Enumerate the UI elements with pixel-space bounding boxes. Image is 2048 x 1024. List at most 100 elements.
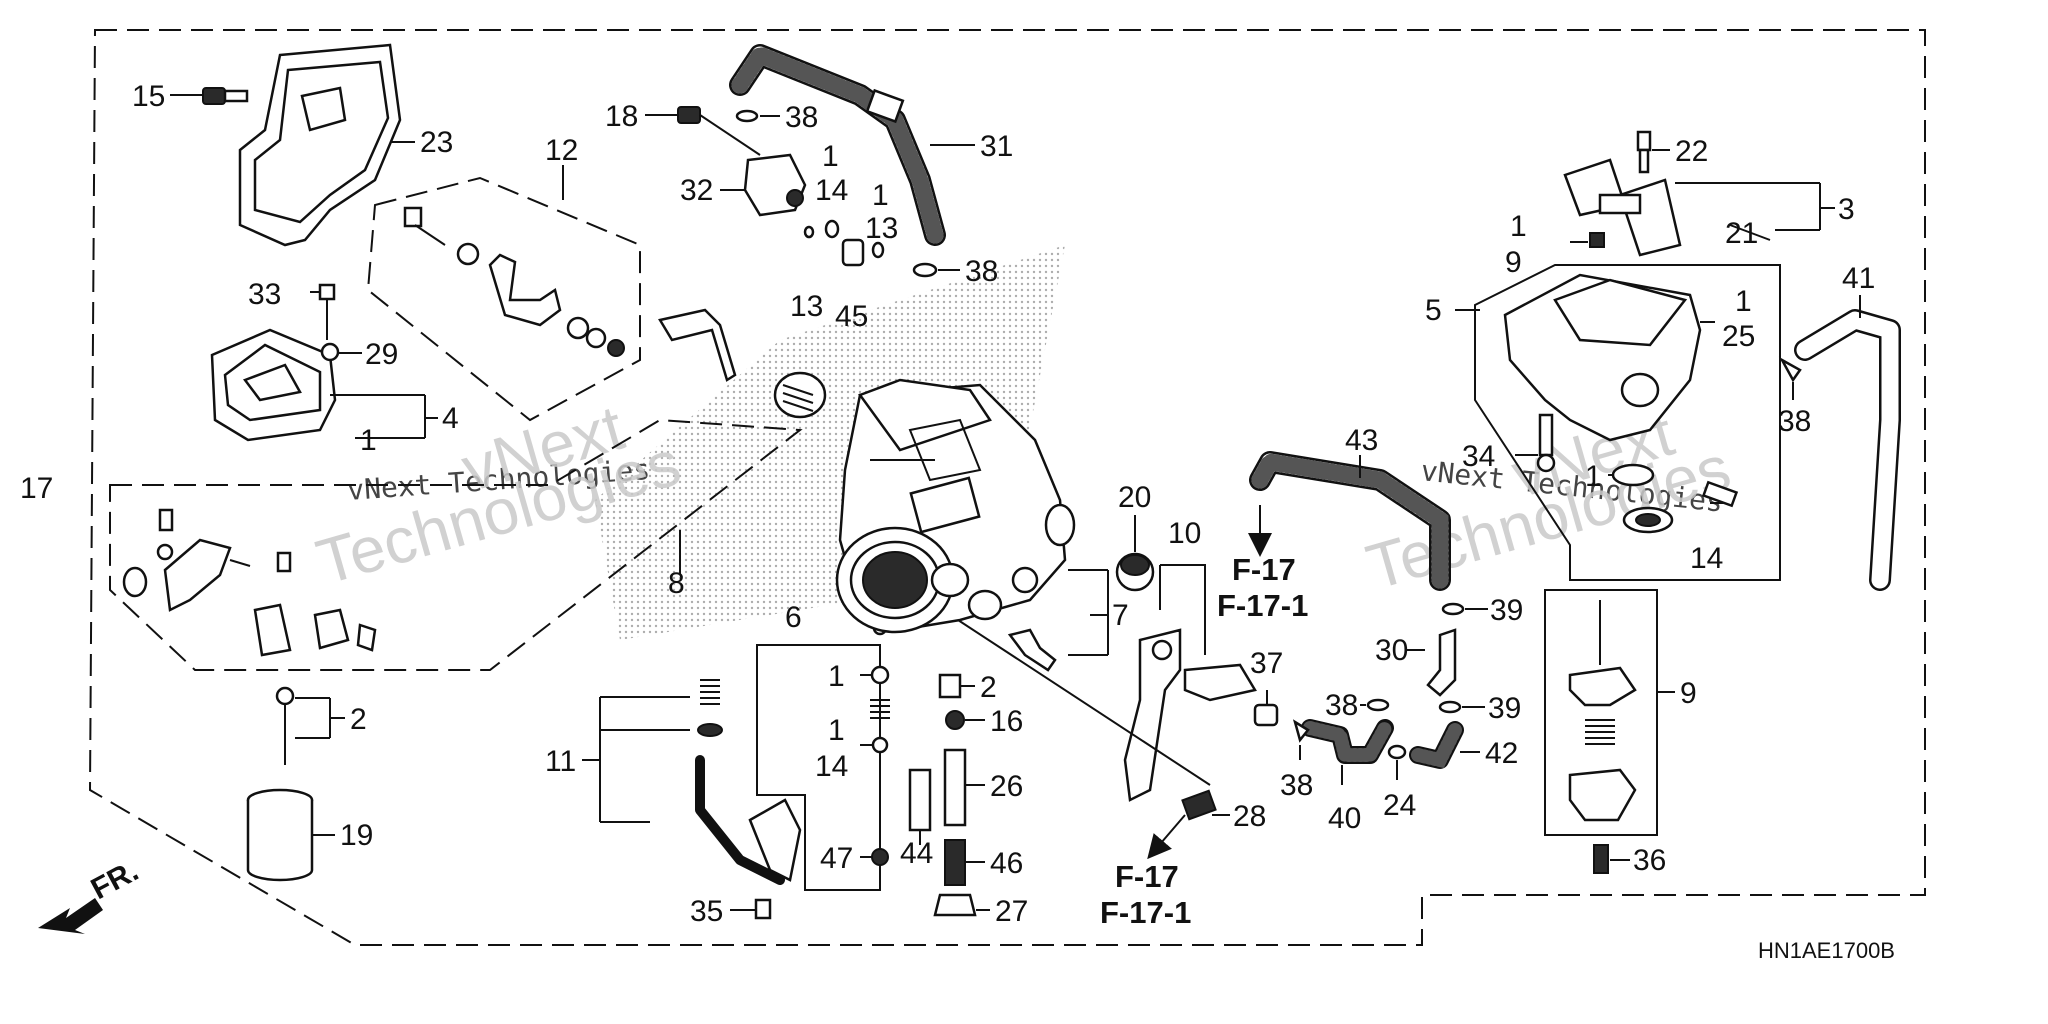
svg-text:F-17: F-17: [1115, 859, 1179, 894]
part-34-screw: [1536, 413, 1556, 473]
callout-38d: 38: [1325, 689, 1358, 722]
callout-44: 44: [900, 837, 933, 870]
part-38-clip: [735, 109, 759, 123]
callout-21: 21: [1725, 217, 1758, 250]
part-4-plate: [210, 328, 337, 442]
part-39-clip: [1441, 602, 1465, 616]
callout-13b: 13: [790, 290, 823, 323]
part-19-cylinder: [246, 788, 314, 882]
part-9-small: [1589, 232, 1605, 248]
callout-26: 26: [990, 770, 1023, 803]
callout-36: 36: [1633, 844, 1666, 877]
part-38-clip-b: [912, 262, 938, 278]
callout-40: 40: [1328, 802, 1361, 835]
callout-37: 37: [1250, 647, 1283, 680]
part-11-spring: [695, 679, 802, 885]
svg-text:F-17-1: F-17-1: [1217, 588, 1308, 623]
callout-31: 31: [980, 130, 1013, 163]
front-direction-arrow: FR.: [38, 854, 144, 934]
callout-10: 10: [1168, 517, 1201, 550]
part-13-oring: [803, 225, 815, 239]
callout-9b: 9: [1680, 677, 1697, 710]
callout-14b: 14: [1690, 542, 1723, 575]
part-22-valve: [1636, 130, 1652, 174]
callout-27: 27: [995, 895, 1028, 928]
reference-f17-lower: F-17 F-17-1: [1100, 859, 1191, 930]
callout-22: 22: [1675, 135, 1708, 168]
callout-25: 25: [1722, 320, 1755, 353]
callout-1d: 1: [1735, 285, 1752, 318]
callout-38e: 38: [1280, 769, 1313, 802]
part-30-pipe: [1426, 628, 1457, 697]
callout-16: 16: [990, 705, 1023, 738]
part-26-needle-jet: [943, 748, 967, 827]
callout-24: 24: [1383, 789, 1416, 822]
callout-1g: 1: [828, 660, 845, 693]
part-38-clip-c: [1778, 356, 1802, 383]
callout-42: 42: [1485, 737, 1518, 770]
part-35-screw: [754, 898, 772, 920]
callout-14: 14: [815, 174, 848, 207]
callout-1b: 1: [872, 179, 889, 212]
callout-20: 20: [1118, 481, 1151, 514]
part-27-holder: [933, 893, 977, 917]
callout-30: 30: [1375, 634, 1408, 667]
part-13-oring-b: [871, 241, 885, 259]
part-9-diaphragm: [1568, 600, 1637, 822]
part-16-oring: [945, 710, 965, 730]
callout-41: 41: [1842, 262, 1875, 295]
part-7-bracket: [1007, 628, 1057, 672]
part-31-hose: [729, 44, 946, 246]
svg-text:F-17-1: F-17-1: [1100, 895, 1191, 930]
callout-28: 28: [1233, 800, 1266, 833]
svg-text:F-17: F-17: [1232, 552, 1296, 587]
part-20-cap: [1115, 552, 1155, 592]
part-14-drain-screw: [1622, 506, 1674, 534]
part-15-screw: [202, 87, 249, 105]
part-28-screw: [1181, 789, 1217, 821]
callout-39: 39: [1490, 594, 1523, 627]
callout-35: 35: [690, 895, 723, 928]
part-38-clip-e: [1292, 719, 1310, 743]
callout-1c: 1: [1510, 210, 1527, 243]
callout-47: 47: [820, 842, 853, 875]
drawing-code: HN1AE1700B: [1758, 938, 1895, 963]
part-8-throttle-shaft: [658, 308, 827, 419]
part-32-valve: [743, 153, 807, 217]
part-25-float-bowl: [1503, 273, 1702, 442]
callout-1: 1: [822, 140, 839, 173]
callout-2: 2: [980, 671, 997, 704]
part-29-washer: [320, 342, 340, 362]
part-14-oring: [824, 219, 840, 239]
part-1-oring: [1611, 463, 1655, 487]
callout-23: 23: [420, 126, 453, 159]
part-46-jet: [944, 839, 966, 886]
part-bolt-side: [1701, 480, 1739, 508]
callout-38c: 38: [1778, 405, 1811, 438]
callout-5: 5: [1425, 294, 1442, 327]
part-36-screw: [1593, 844, 1609, 874]
callout-43: 43: [1345, 424, 1378, 457]
callout-38b: 38: [965, 255, 998, 288]
callout-4: 4: [442, 402, 459, 435]
callout-labels: 15 23 12 18 38 32 1 14 13 1 13 45 31 38 …: [20, 80, 1875, 928]
carburetor-body: [835, 378, 1076, 634]
callout-1f: 1: [1585, 460, 1602, 493]
callout-33: 33: [248, 278, 281, 311]
callout-18: 18: [605, 100, 638, 133]
part-43-hose: [1249, 451, 1451, 591]
part-42-hose: [1409, 721, 1464, 769]
callout-12: 12: [545, 134, 578, 167]
part-23-cover: [238, 43, 402, 247]
part-38-clip-d: [1366, 698, 1390, 712]
part-40-hose: [1301, 719, 1394, 764]
callout-17: 17: [20, 472, 53, 505]
callout-13: 13: [865, 212, 898, 245]
callout-29: 29: [365, 338, 398, 371]
part-21-pin: [1729, 224, 1771, 241]
part-2-plug: [938, 673, 962, 699]
part-41-hose: [1794, 309, 1901, 591]
part-39-clip-b: [1438, 700, 1462, 714]
shaded-region: [595, 245, 1065, 640]
